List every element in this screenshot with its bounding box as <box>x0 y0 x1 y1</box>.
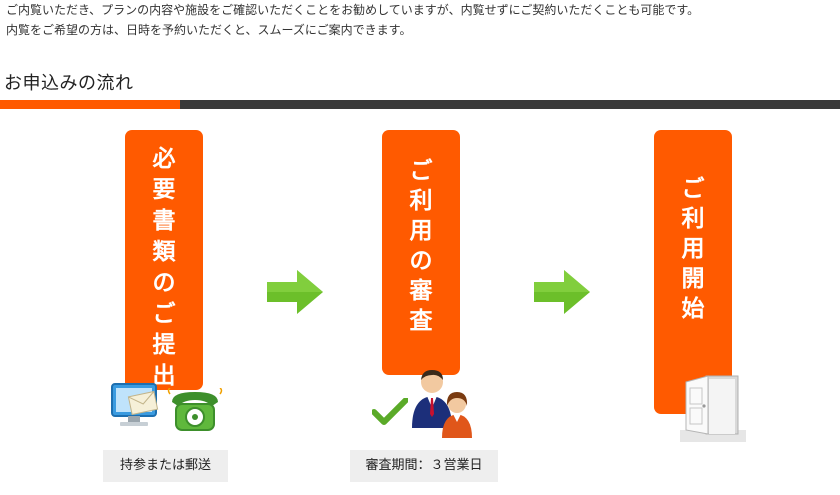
section-title: お申込みの流れ <box>4 73 134 94</box>
step-char: 査 <box>409 308 433 334</box>
step-label: ご 利 用 開 始 <box>654 174 732 324</box>
step-char: 必 <box>152 146 176 172</box>
open-door-icon <box>678 372 748 444</box>
step-char: ご <box>152 301 176 327</box>
step-char: 審 <box>409 278 433 304</box>
step-char: 用 <box>409 218 433 244</box>
step-char: 始 <box>681 296 705 322</box>
step-char: 用 <box>681 236 705 262</box>
step-start-usage: ご 利 用 開 始 <box>654 130 732 414</box>
step-char: 利 <box>409 188 433 214</box>
arrow-right-icon <box>265 268 325 316</box>
step-usage-review: ご 利 用 の 審 査 <box>382 130 460 375</box>
intro-line-2: 内覧をご希望の方は、日時を予約いただくと、スムーズにご案内できます。 <box>6 23 412 37</box>
step-char: の <box>152 270 176 296</box>
step-char: 利 <box>681 206 705 232</box>
step-char: ご <box>681 176 705 202</box>
step-label: 必 要 書 類 の ご 提 出 <box>125 144 203 392</box>
checkmark-icon <box>371 397 409 426</box>
section-title-bar-accent <box>0 100 180 109</box>
step-char: 提 <box>152 332 176 358</box>
step-char: 要 <box>152 177 176 203</box>
step-char: 出 <box>152 363 176 389</box>
telephone-icon <box>166 387 224 432</box>
step-caption: 審査期間：３営業日 <box>350 450 498 482</box>
step-char: 開 <box>681 266 705 292</box>
intro-line-1: ご内覧いただき、プランの内容や施設をご確認いただくことをお勧めしていますが、内覧… <box>6 3 700 17</box>
section-title-bar <box>0 100 840 109</box>
step-char: 書 <box>152 208 176 234</box>
step-char: の <box>409 248 433 274</box>
computer-mail-icon <box>108 382 164 430</box>
intro-text: ご内覧いただき、プランの内容や施設をご確認いただくことをお勧めしていますが、内覧… <box>6 0 699 40</box>
step-char: ご <box>409 158 433 184</box>
step-char: 類 <box>152 239 176 265</box>
step-label: ご 利 用 の 審 査 <box>382 156 460 336</box>
step-submit-documents: 必 要 書 類 の ご 提 出 <box>125 130 203 390</box>
step-caption: 持参または郵送 <box>103 450 228 482</box>
arrow-right-icon <box>532 268 592 316</box>
business-people-icon <box>410 368 474 440</box>
